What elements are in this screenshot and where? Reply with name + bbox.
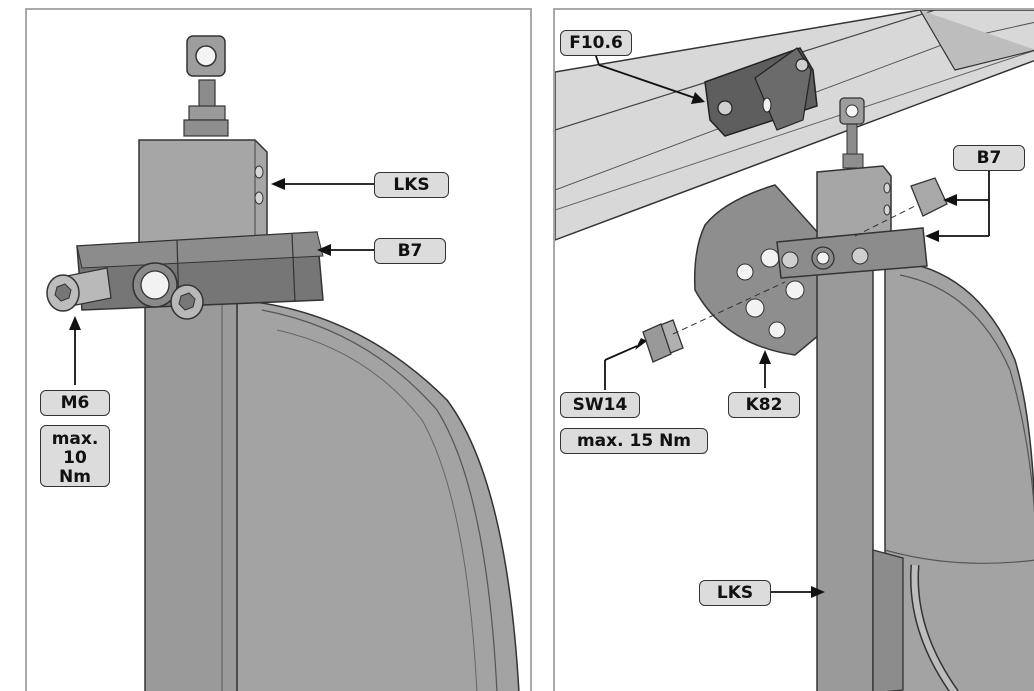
torque-label-line1: max. <box>51 429 99 449</box>
torque-label-line2: 10 Nm <box>59 448 91 487</box>
column <box>144 279 238 691</box>
lks-block <box>816 165 892 239</box>
sw14-label: SW14 <box>560 392 640 418</box>
lks-label: LKS <box>374 172 449 198</box>
right-diagram-panel: F10.6 B7 SW14 max. 15 Nm K82 LKS <box>553 8 1034 691</box>
lks-block <box>138 139 268 247</box>
housing-cover <box>884 259 1034 691</box>
b7-label: B7 <box>953 145 1025 171</box>
lks-label: LKS <box>699 580 771 606</box>
m6-label: M6 <box>40 390 110 416</box>
torque-label-left: max. 10 Nm <box>40 425 110 487</box>
k82-label: K82 <box>728 392 800 418</box>
right-assembly-drawing <box>555 10 1034 691</box>
b7-label: B7 <box>374 238 446 264</box>
f10-6-label: F10.6 <box>560 30 632 56</box>
door-frame <box>555 10 1034 241</box>
k82-plate <box>693 184 826 356</box>
torque-label-right: max. 15 Nm <box>560 428 708 454</box>
left-diagram-panel: LKS B7 M6 max. 10 Nm <box>25 8 532 691</box>
left-assembly-drawing <box>46 35 520 691</box>
housing-cover <box>231 299 520 691</box>
column <box>816 249 874 691</box>
